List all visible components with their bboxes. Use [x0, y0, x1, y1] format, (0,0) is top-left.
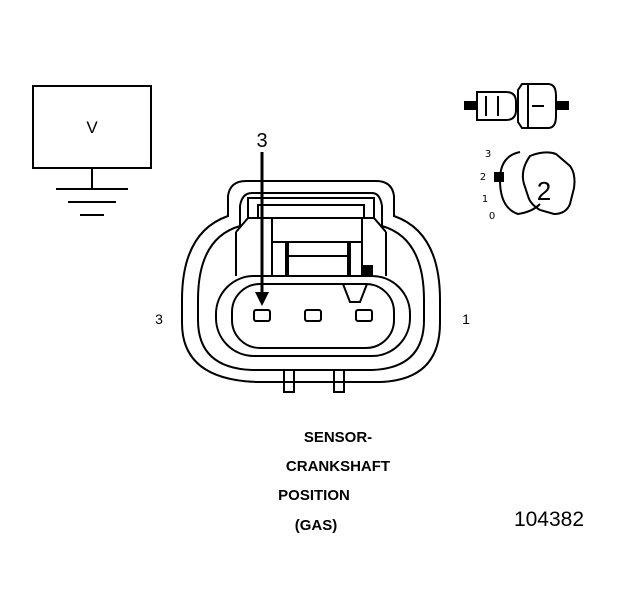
caption-line-4: (GAS)	[295, 517, 338, 534]
clip-position-0: 0	[489, 211, 495, 222]
terminal-3	[253, 309, 271, 322]
voltmeter-symbol: V	[32, 85, 152, 216]
voltmeter-label: V	[86, 118, 98, 137]
pin-label-left: 3	[155, 311, 163, 327]
clip-position-2: 2	[480, 172, 486, 183]
caption-line-2: CRANKSHAFT	[286, 458, 390, 475]
clip-position-1: 1	[482, 194, 488, 205]
probe-arrow	[255, 152, 269, 306]
clip-position-3: 3	[485, 149, 491, 160]
caption-line-3: POSITION	[278, 487, 350, 504]
connector-side-view-icon	[464, 83, 569, 129]
terminal-2	[304, 309, 322, 322]
position-clip-icon	[494, 151, 576, 216]
clip-number: 2	[537, 176, 551, 206]
terminal-1	[355, 309, 373, 322]
caption-line-1: SENSOR-	[304, 429, 372, 446]
pin-label-right: 1	[462, 311, 470, 327]
ground-icon	[56, 188, 128, 216]
pin-callout-number: 3	[256, 130, 267, 152]
figure-id: 104382	[514, 508, 584, 531]
connector-face	[181, 180, 441, 393]
